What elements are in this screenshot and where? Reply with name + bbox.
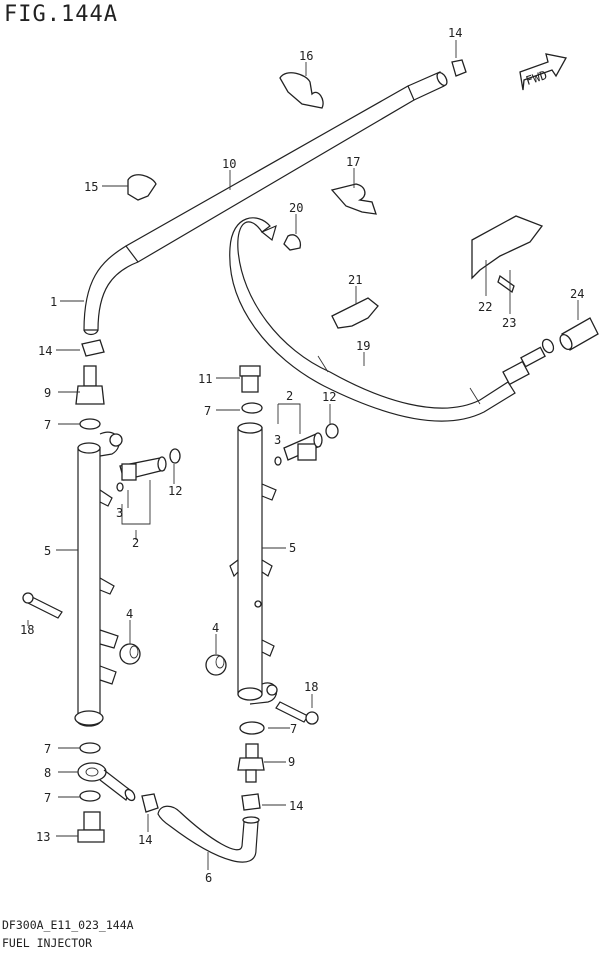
hose-connector-9-top [75, 365, 105, 405]
callout-21: 21 [348, 273, 362, 287]
callout-7-left-top: 7 [44, 418, 51, 432]
callout-3-right: 3 [274, 433, 281, 447]
callout-7-left-mid: 7 [44, 742, 51, 756]
fuel-rail-right [229, 422, 278, 705]
fuel-hose-6 [157, 805, 260, 863]
clip-20 [283, 234, 302, 251]
clamp-14-top [451, 59, 467, 77]
union-bolt-11 [239, 365, 261, 393]
leader-lines [27, 40, 579, 870]
union-fitting-8 [77, 762, 136, 802]
fwd-arrow-icon: FWD [519, 53, 568, 91]
callout-16: 16 [299, 49, 313, 63]
fuel-injector-left [116, 448, 181, 492]
callout-18-right: 18 [304, 680, 318, 694]
callout-24: 24 [570, 287, 584, 301]
figure-caption: FUEL INJECTOR [2, 936, 93, 950]
clamp-15 [127, 174, 157, 201]
callout-7-right-bottom: 7 [290, 722, 297, 736]
callout-14-mid: 14 [38, 344, 52, 358]
grommet-4-right [205, 654, 227, 676]
clamp-17 [330, 183, 377, 215]
callout-17: 17 [346, 155, 360, 169]
callout-12-right: 12 [322, 390, 336, 404]
callout-20: 20 [289, 201, 303, 215]
callout-15: 15 [84, 180, 98, 194]
callout-10: 10 [222, 157, 236, 171]
clamp-21 [331, 297, 379, 329]
clamp-14-mid [81, 339, 105, 357]
callout-labels: 14 16 10 15 17 20 1 21 22 23 24 19 14 11… [20, 26, 584, 885]
figure-title: FIG.144A [4, 2, 118, 27]
callout-13: 13 [36, 830, 50, 844]
washers-7 [79, 402, 265, 802]
callout-5-right: 5 [289, 541, 296, 555]
callout-3-left: 3 [116, 506, 123, 520]
drawing-code: DF300A_E11_023_144A [2, 918, 134, 932]
bolt-23 [497, 274, 515, 294]
bracket-22 [471, 215, 544, 280]
bolt-18-right [275, 701, 319, 725]
grommet-4-left [119, 643, 141, 665]
callout-7-left-bottom: 7 [44, 791, 51, 805]
callout-19: 19 [356, 339, 370, 353]
fuel-injector-right [274, 423, 339, 466]
callout-2-left: 2 [132, 536, 139, 550]
callout-4-left: 4 [126, 607, 133, 621]
clamp-14-lower-right [241, 793, 261, 811]
hose-connector-9-bottom [237, 743, 265, 783]
callout-12-left: 12 [168, 484, 182, 498]
fuel-rail-left [74, 431, 123, 727]
callout-4-right: 4 [212, 621, 219, 635]
callout-14-top: 14 [448, 26, 462, 40]
callout-14-lower-left: 14 [138, 833, 152, 847]
callout-23: 23 [502, 316, 516, 330]
callout-8: 8 [44, 766, 51, 780]
callout-7-right-top: 7 [204, 404, 211, 418]
callout-18-left: 18 [20, 623, 34, 637]
sleeve-24 [559, 317, 599, 351]
clamp-16 [279, 72, 324, 109]
fuel-hose-19 [229, 217, 555, 422]
callout-2-right: 2 [286, 389, 293, 403]
callout-9-top: 9 [44, 386, 51, 400]
bolt-18-left [22, 592, 63, 619]
fuel-hose-10 [83, 71, 448, 336]
callout-9-bottom: 9 [288, 755, 295, 769]
callout-14-lower-right: 14 [289, 799, 303, 813]
callout-11: 11 [198, 372, 212, 386]
callout-5-left: 5 [44, 544, 51, 558]
callout-6: 6 [205, 871, 212, 885]
clamp-14-lower-left [141, 793, 159, 813]
callout-1: 1 [50, 295, 57, 309]
callout-22: 22 [478, 300, 492, 314]
fwd-label: FWD [524, 68, 549, 88]
union-bolt-13 [77, 811, 105, 843]
